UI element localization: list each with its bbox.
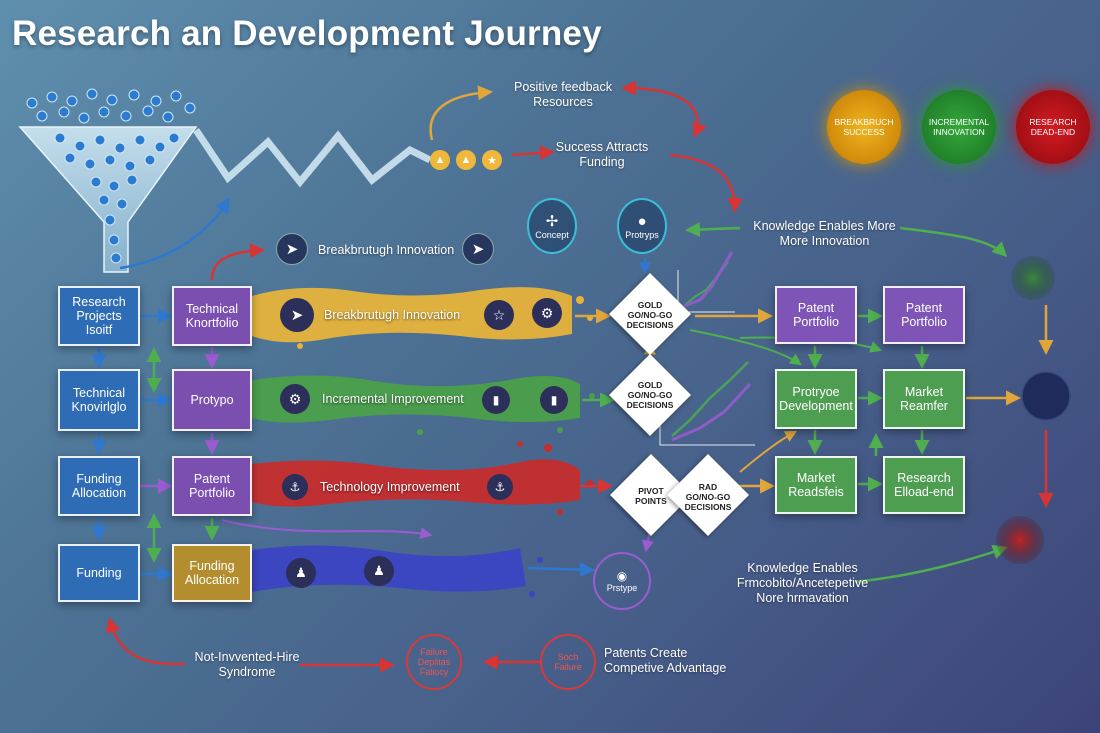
red-swirl-icon (996, 516, 1044, 564)
prototype-small-circle: ◉ Prstype (593, 552, 651, 610)
person-vehicle-icon: ♟ (286, 558, 316, 588)
bulb-icon: ◉ (616, 569, 628, 583)
decision-label-1: GOLD GO/NO-GO DECISIONS (626, 300, 674, 330)
positive-feedback-label: Positive feedback Resources (514, 80, 612, 109)
technical-knowledge-box[interactable]: Technical Knovirlglo (58, 369, 140, 431)
patent-portfolio-far-box[interactable]: Patent Portfolio (883, 286, 965, 344)
failure-ring: Failure Deplitas Faliocy (406, 634, 462, 690)
not-invented-label: Not-Invvented-Hire Syndrome (194, 650, 300, 679)
rocket-icon: ➤ (462, 233, 494, 265)
ship-icon: ⚓ (487, 474, 513, 500)
prototype-circle: ● Protryps (617, 198, 667, 254)
breakthrough-top-label: Breakbrutugh Innovation (318, 243, 455, 257)
bar-chart-icon: ▮ (482, 386, 510, 414)
concept-circle: ✢ Concept (527, 198, 577, 254)
patent-portfolio-right-box[interactable]: Patent Portfolio (775, 286, 857, 344)
status-light-amber: BREAKBRUCH SUCCESS (827, 90, 901, 164)
rocket-icon: ▲ (430, 150, 450, 170)
success-attracts-label: Success Attracts Funding (555, 140, 649, 169)
gear-icon: ⚙ (280, 384, 310, 414)
technical-portfolio-box[interactable]: Technical Knortfolio (172, 286, 252, 346)
person-vehicle-icon: ♟ (364, 556, 394, 586)
prototype-development-box[interactable]: Protryoe Development (775, 369, 857, 429)
stream-label-gold: Breakbrutugh Innovation (324, 308, 461, 322)
market-readsfeis-box[interactable]: Market Readsfeis (775, 456, 857, 514)
status-light-red: RESEARCH DEAD-END (1016, 90, 1090, 164)
bar-chart-icon: ▮ (540, 386, 568, 414)
funding-box[interactable]: Funding (58, 544, 140, 602)
patents-create-label: Patents Create Competive Advantage (604, 646, 727, 675)
market-reamfer-box[interactable]: Market Reamfer (883, 369, 965, 429)
ship-icon: ⚓ (282, 474, 308, 500)
star-icon: ☆ (484, 300, 514, 330)
gear-icon: ⚙ (532, 298, 562, 328)
decision-label-4: RAD GO/NO-GO DECISIONS (684, 482, 732, 512)
rocket-icon: ➤ (276, 233, 308, 265)
stream-label-green: Incremental Improvement (322, 392, 464, 406)
rocket-icon: ▲ (456, 150, 476, 170)
prototype-small-label: Prstype (606, 583, 638, 593)
green-swirl-icon (1011, 256, 1055, 300)
funding-allocation-gold-box[interactable]: Funding Allocation (172, 544, 252, 602)
page-title: Research an Development Journey (12, 14, 602, 53)
prototype-box[interactable]: Protypo (172, 369, 252, 431)
idea-funnel (18, 88, 198, 273)
small-failure-ring: Soch Failure (540, 634, 596, 690)
knowledge-enables-bottom-label: Knowledge Enables Frmcobito/Ancetepetive… (736, 561, 869, 605)
rocket-icon: ➤ (280, 298, 314, 332)
decision-label-2: GOLD GO/NO-GO DECISIONS (626, 380, 674, 410)
status-light-green: INCREMENTAL INNOVATION (922, 90, 996, 164)
research-dead-end-box[interactable]: Research Elload-end (883, 456, 965, 514)
stream-label-red: Technology Improvement (320, 480, 460, 494)
funding-allocation-box[interactable]: Funding Allocation (58, 456, 140, 516)
research-projects-box[interactable]: Research Projects Isoitf (58, 286, 140, 346)
concept-icon: ✢ (545, 213, 559, 230)
decision-label-3: PIVOT POINTS (635, 486, 667, 506)
knowledge-enables-top-label: Knowledge Enables More More Innovation (753, 219, 896, 248)
star-icon: ★ (482, 150, 502, 170)
growth-zigzag (193, 128, 432, 188)
patent-portfolio-box[interactable]: Patent Portfolio (172, 456, 252, 516)
rocket-cluster-icon (1021, 371, 1071, 421)
prototype-label: Protryps (625, 229, 659, 240)
concept-label: Concept (535, 230, 569, 240)
bulb-icon: ● (637, 212, 647, 230)
